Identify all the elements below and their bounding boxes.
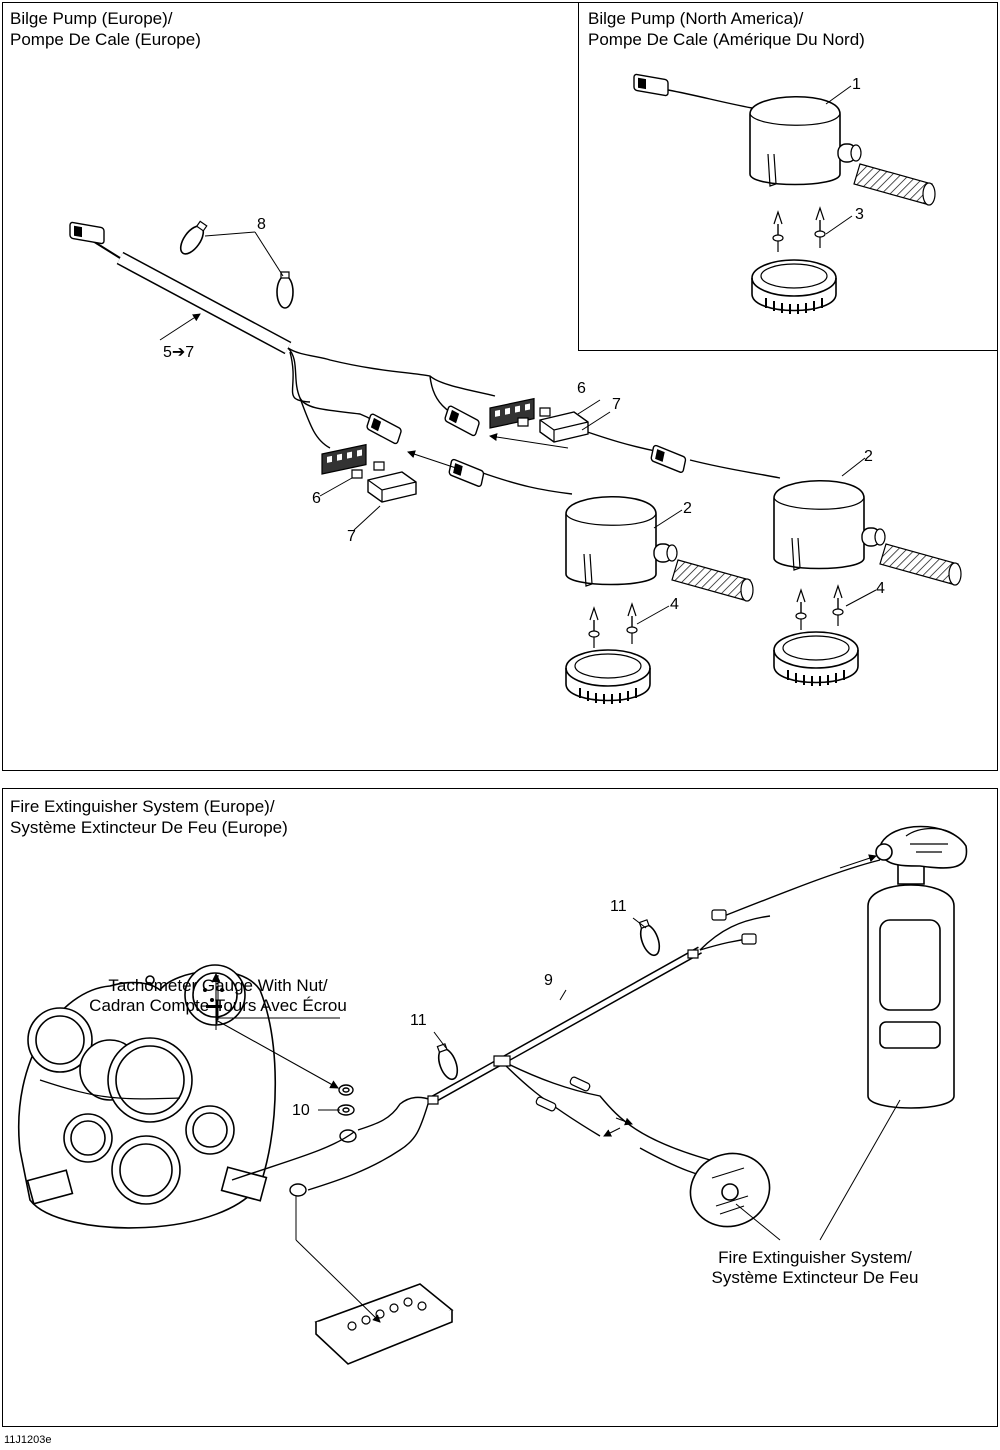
- extinguisher-label-line2: Système Extincteur De Feu: [711, 1268, 919, 1287]
- callout-3: 3: [855, 206, 864, 223]
- fire-extinguisher-title: Fire Extinguisher System (Europe)/ Systè…: [10, 796, 288, 838]
- callout-6: 6: [312, 490, 321, 507]
- tachometer-label-line2: Cadran Compte-Tours Avec Écrou: [89, 996, 347, 1015]
- bilge-europe-title-line2: Pompe De Cale (Europe): [10, 30, 201, 49]
- extinguisher-label: Fire Extinguisher System/ Système Extinc…: [680, 1248, 950, 1288]
- fire-title-line1: Fire Extinguisher System (Europe)/: [10, 797, 275, 816]
- bilge-na-title-line2: Pompe De Cale (Amérique Du Nord): [588, 30, 865, 49]
- callout-4: 4: [670, 596, 679, 613]
- extinguisher-label-line1: Fire Extinguisher System/: [718, 1248, 912, 1267]
- callout-5-7: 5➔7: [163, 344, 195, 361]
- tachometer-label: Tachometer Gauge With Nut/ Cadran Compte…: [52, 976, 384, 1016]
- callout-8: 8: [257, 216, 266, 233]
- callout-1: 1: [852, 76, 861, 93]
- callout-2: 2: [683, 500, 692, 517]
- callout-6: 6: [577, 380, 586, 397]
- callout-7: 7: [347, 528, 356, 545]
- callout-9: 9: [544, 972, 553, 989]
- callout-2: 2: [864, 448, 873, 465]
- tachometer-label-line1: Tachometer Gauge With Nut/: [108, 976, 328, 995]
- callout-10: 10: [292, 1102, 310, 1119]
- bilge-europe-title-line1: Bilge Pump (Europe)/: [10, 9, 173, 28]
- callout-7: 7: [612, 396, 621, 413]
- callout-11: 11: [610, 898, 627, 915]
- figure-code: 11J1203e: [4, 1434, 52, 1446]
- bilge-north-america-title: Bilge Pump (North America)/ Pompe De Cal…: [588, 8, 865, 50]
- callout-4: 4: [876, 580, 885, 597]
- callout-11: 11: [410, 1012, 427, 1029]
- bilge-na-title-line1: Bilge Pump (North America)/: [588, 9, 804, 28]
- bilge-europe-title: Bilge Pump (Europe)/ Pompe De Cale (Euro…: [10, 8, 201, 50]
- fire-title-line2: Système Extincteur De Feu (Europe): [10, 818, 288, 837]
